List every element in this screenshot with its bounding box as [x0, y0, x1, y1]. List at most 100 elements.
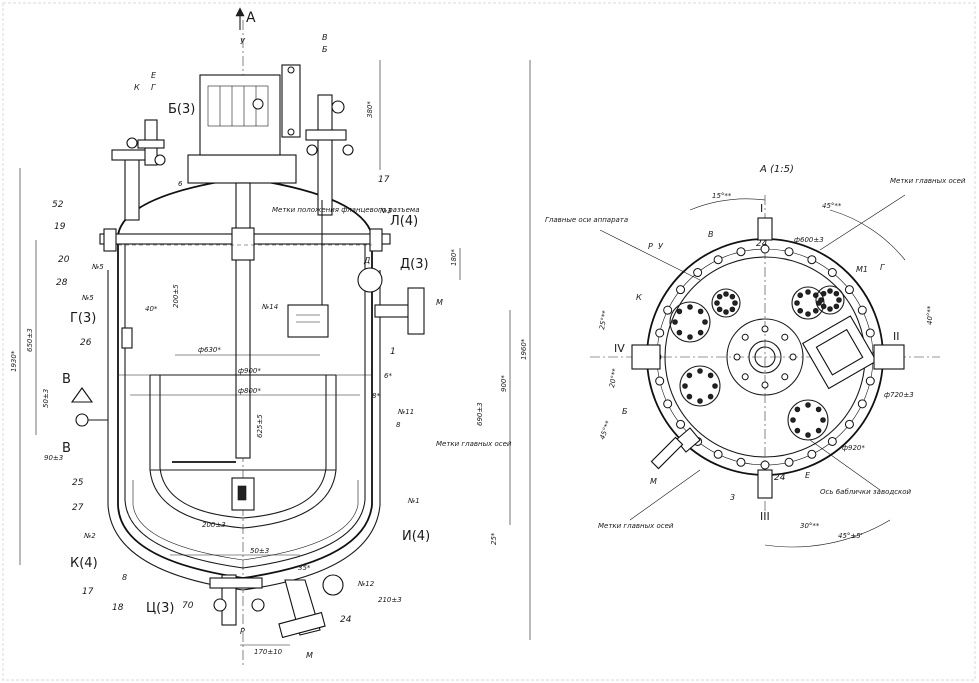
nozzle-bolt — [797, 307, 804, 314]
shaft-coupling — [231, 227, 255, 261]
dim-8b-text: 8 — [396, 421, 401, 429]
flange-bolt — [663, 305, 673, 315]
nozzle-r-tag: Р — [240, 627, 245, 636]
dim-170-text: 170±10 — [254, 648, 283, 656]
dim-200b-text: 200±3 — [202, 521, 226, 529]
central-flange — [726, 318, 804, 396]
nozzle-flange — [711, 288, 741, 318]
flange-bolt — [865, 328, 875, 338]
nozzle-bolt — [702, 319, 708, 325]
cut-b-bottom: В — [62, 441, 71, 456]
hub-bolt — [781, 333, 789, 341]
anchor-agitator — [149, 375, 337, 529]
nozzle-bolt — [729, 293, 736, 300]
nozzle-v-label: В — [322, 33, 328, 42]
hub-bolt — [733, 353, 741, 361]
nozzle-bolt — [687, 304, 693, 310]
hub-bolt — [781, 373, 789, 381]
bottom-outlet-flange — [209, 577, 263, 589]
pos-27: 27 — [72, 503, 84, 513]
no-5a: №5 — [91, 263, 104, 271]
nozzle-g-side — [121, 327, 133, 349]
hub-bolt — [761, 381, 769, 389]
dim-35-text: 35* — [298, 564, 311, 572]
central-shaft — [754, 346, 776, 368]
tag-b: Б — [622, 407, 628, 416]
flange-nut — [154, 154, 166, 166]
tag-u: У — [658, 242, 664, 251]
nozzle-flanges — [669, 285, 845, 441]
no-3: №3 — [379, 207, 392, 215]
jacket-shell — [107, 270, 381, 591]
bolt-hole — [287, 128, 295, 136]
nozzle-bolt — [712, 383, 718, 389]
angle-45b: 45°** — [598, 419, 612, 440]
flange-bolt-left — [103, 228, 117, 252]
flange-nut — [251, 598, 265, 612]
flange-bolt — [857, 305, 867, 315]
section-title: А (1:5) — [759, 164, 794, 175]
pos-20: 20 — [58, 255, 70, 265]
nozzle-k-flange — [111, 149, 151, 161]
nozzle-b-label: Б — [322, 45, 328, 54]
pos-1: 1 — [390, 347, 396, 357]
flange-bolt — [655, 328, 665, 338]
nozzle-bolt — [716, 293, 723, 300]
dim-800-text: ф800* — [238, 387, 261, 395]
lug-iii — [757, 469, 773, 499]
dim-180-text: 180* — [450, 249, 458, 266]
nozzle-bolt — [794, 300, 800, 306]
dim-1960-text: 1960* — [520, 338, 528, 360]
dim-8-text: 8* — [372, 392, 380, 400]
anchor-agitator-inner — [159, 375, 327, 519]
nozzle-bolt — [697, 329, 704, 336]
dim-50b-text: 50±3 — [250, 547, 269, 555]
nozzle-flange-outline — [679, 365, 721, 407]
nozzle-bolt — [805, 432, 811, 438]
section-view — [590, 194, 940, 548]
callout-k4: К(4) — [70, 556, 98, 571]
flange-bolt — [736, 457, 746, 467]
dim-900v-text: 900* — [500, 375, 508, 392]
note-probe-axis: Ось 6аблички заводской — [820, 488, 912, 496]
dim-625-text: 625±5 — [256, 414, 264, 438]
nozzle-u-label: У — [240, 37, 246, 46]
nozzle-bolt — [686, 393, 693, 400]
tag-v: В — [708, 230, 714, 239]
angle-25: 25°** — [598, 309, 609, 330]
central-hub — [748, 340, 782, 374]
nozzle-bolt — [682, 383, 688, 389]
pos-8: 8 — [122, 573, 127, 582]
callout-d3: Д(3) — [400, 257, 429, 272]
nozzle-bolt — [815, 406, 822, 413]
pos-52: 52 — [52, 200, 64, 210]
flange-nut — [306, 144, 318, 156]
hub-bolt — [789, 353, 797, 361]
nozzle-bolt — [815, 427, 822, 434]
nozzle-v — [317, 94, 333, 216]
nozzle-m-tag: М — [436, 298, 443, 307]
dim-25-text: 25* — [490, 532, 498, 545]
dim-650-text: 650±3 — [26, 328, 34, 352]
leader — [809, 439, 881, 491]
nozzle-flange-outline — [791, 286, 825, 320]
nozzle-bolt — [818, 297, 824, 303]
angle-40: 40°** — [926, 305, 934, 325]
nozzle-bolt — [833, 290, 840, 297]
nozzle-flange-outline — [787, 399, 829, 441]
pos-28: 28 — [56, 278, 68, 288]
roman-ii: II — [893, 330, 900, 343]
flange-bolt — [807, 449, 817, 459]
flange-nut — [331, 100, 345, 114]
flange-nut — [126, 137, 138, 149]
sec-pos-24a: 24 — [756, 239, 768, 249]
dim-50-text: 50±3 — [42, 389, 50, 408]
nozzle-bolt — [723, 309, 729, 315]
pos-19: 19 — [54, 222, 66, 232]
nozzle-bolt — [812, 307, 819, 314]
flange-bolt — [865, 376, 875, 386]
tag-k: К — [636, 293, 642, 302]
flange-bolt — [760, 244, 770, 254]
